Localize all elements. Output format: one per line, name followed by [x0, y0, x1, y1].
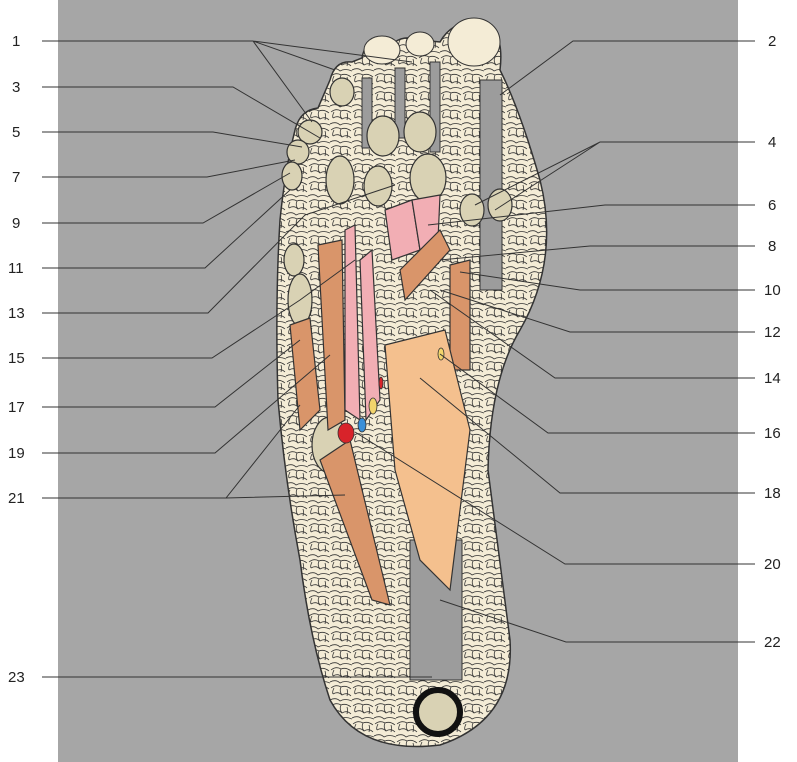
label-22: 22 [764, 634, 781, 651]
label-4: 4 [768, 134, 776, 151]
label-17: 17 [8, 399, 25, 416]
toe-cap-big [448, 18, 500, 66]
label-7: 7 [12, 169, 20, 186]
label-5: 5 [12, 124, 20, 141]
label-23: 23 [8, 669, 25, 686]
label-18: 18 [764, 485, 781, 502]
label-1: 1 [12, 33, 20, 50]
label-2: 2 [768, 33, 776, 50]
label-21: 21 [8, 490, 25, 507]
label-10: 10 [764, 282, 781, 299]
label-8: 8 [768, 238, 776, 255]
label-9: 9 [12, 215, 20, 232]
label-3: 3 [12, 79, 20, 96]
label-14: 14 [764, 370, 781, 387]
labels-right: 2 4 6 8 10 12 14 16 18 20 22 [764, 33, 781, 651]
label-6: 6 [768, 197, 776, 214]
label-11: 11 [8, 260, 24, 277]
label-12: 12 [764, 324, 781, 341]
label-19: 19 [8, 445, 25, 462]
label-13: 13 [8, 305, 25, 322]
tendon-big-toe [480, 80, 502, 290]
label-16: 16 [764, 425, 781, 442]
label-20: 20 [764, 556, 781, 573]
labels-left: 1 3 5 7 9 11 13 15 17 19 21 23 [8, 33, 25, 686]
label-15: 15 [8, 350, 25, 367]
toe-cap-second [406, 32, 434, 56]
